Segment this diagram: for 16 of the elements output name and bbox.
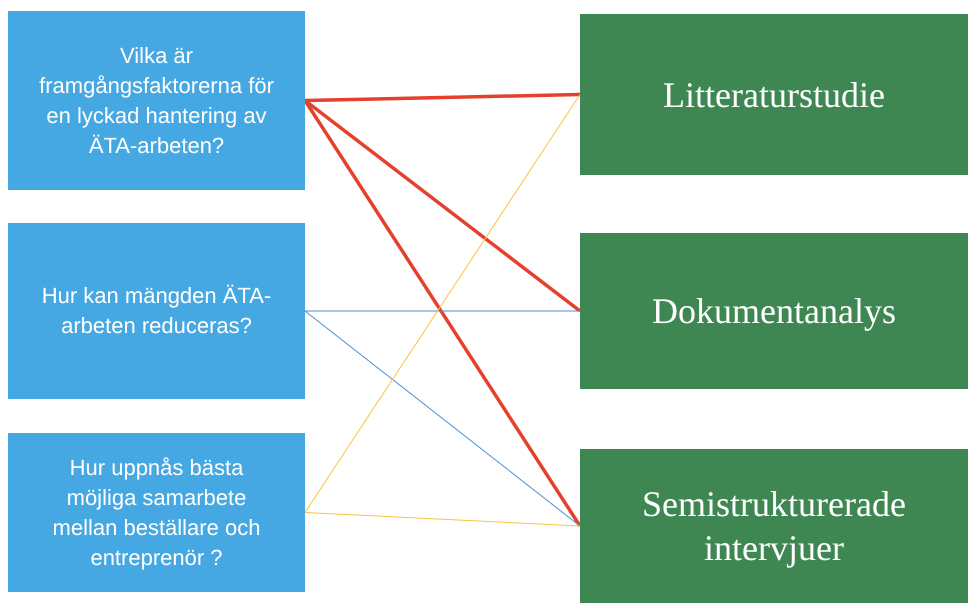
method-label: Dokumentanalys bbox=[652, 290, 896, 333]
method-label: Semistrukturerade intervjuer bbox=[641, 483, 907, 570]
method-box bbox=[580, 449, 968, 603]
question-text: Hur kan mängden ÄTA-arbeten reduceras? bbox=[40, 282, 272, 340]
connector-line bbox=[304, 92, 580, 102]
connector-line bbox=[304, 512, 580, 526]
question-text: Vilka är framgångsfaktorerna för en lyckad hantering av ÄTA-arbeten? bbox=[38, 42, 275, 160]
question-box bbox=[8, 223, 305, 399]
question-box bbox=[8, 11, 305, 190]
method-label: Litteraturstudie bbox=[663, 74, 885, 116]
connector-line bbox=[304, 310, 580, 312]
connector-line bbox=[304, 310, 580, 526]
question-text: Hur uppnås bästa möjliga samarbete mellan beställare och entreprenör ? bbox=[52, 454, 262, 572]
method-box bbox=[580, 233, 968, 389]
question-box bbox=[8, 433, 305, 592]
method-box bbox=[580, 14, 968, 175]
